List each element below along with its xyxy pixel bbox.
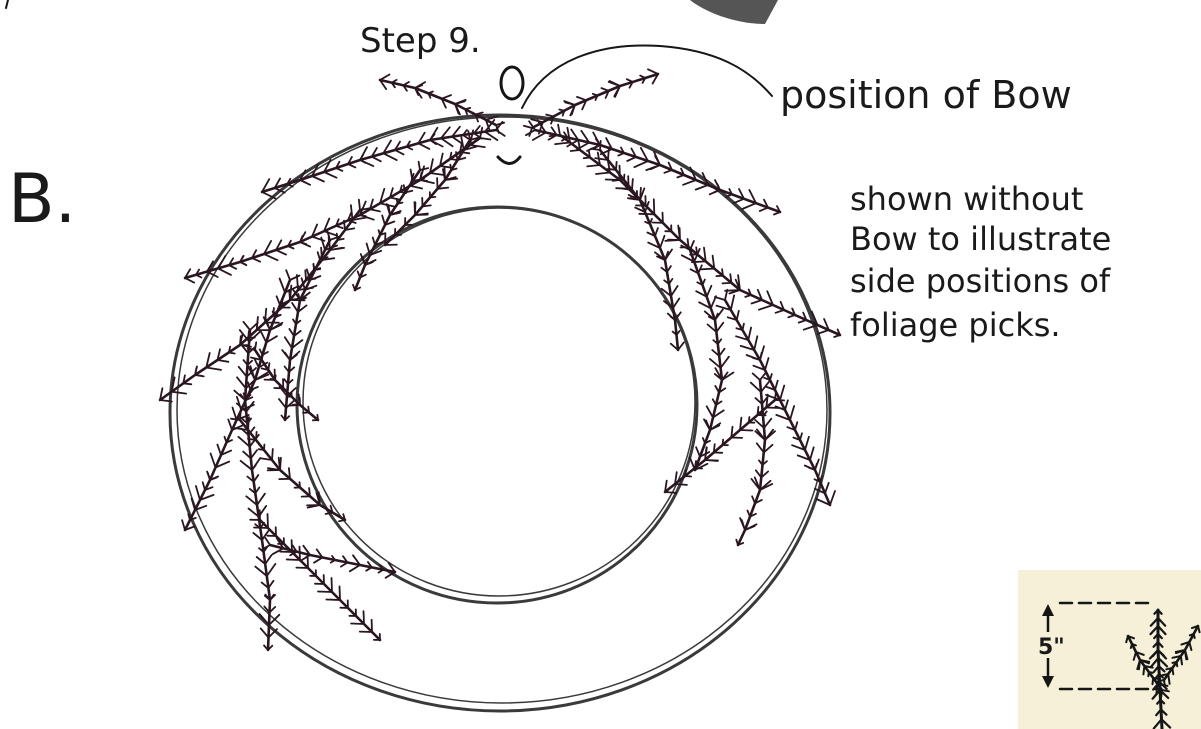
note-line: shown without (850, 180, 1083, 218)
outer-ring-second-pass (177, 117, 827, 703)
foliage-picks (160, 69, 840, 650)
foliage-needles (182, 270, 299, 530)
measure-label: 5" (1038, 635, 1065, 660)
step-label: Step 9. (360, 21, 481, 61)
note-line: side positions of (850, 262, 1111, 300)
bow-callout-label: position of Bow (780, 73, 1072, 117)
note-line: foliage picks. (850, 306, 1061, 344)
note-line: Bow to illustrate (850, 220, 1111, 258)
inner-ring (297, 207, 697, 603)
foliage-needles (736, 372, 775, 545)
foliage-stem (185, 138, 480, 278)
corner-mark-right (690, 0, 778, 24)
inner-ring-second-pass (303, 208, 695, 596)
hook-mark (498, 157, 520, 164)
measure-inset: 5" (1018, 570, 1201, 729)
panel-letter: B. (8, 160, 76, 239)
foliage-stem (355, 170, 420, 290)
hanger-loop (501, 67, 523, 99)
foliage-stem (270, 545, 395, 572)
note-block: shown without Bow to illustrate side pos… (850, 180, 1111, 344)
foliage-needles (160, 200, 370, 402)
foliage-needles (185, 128, 490, 283)
corner-mark-left (6, 0, 8, 8)
